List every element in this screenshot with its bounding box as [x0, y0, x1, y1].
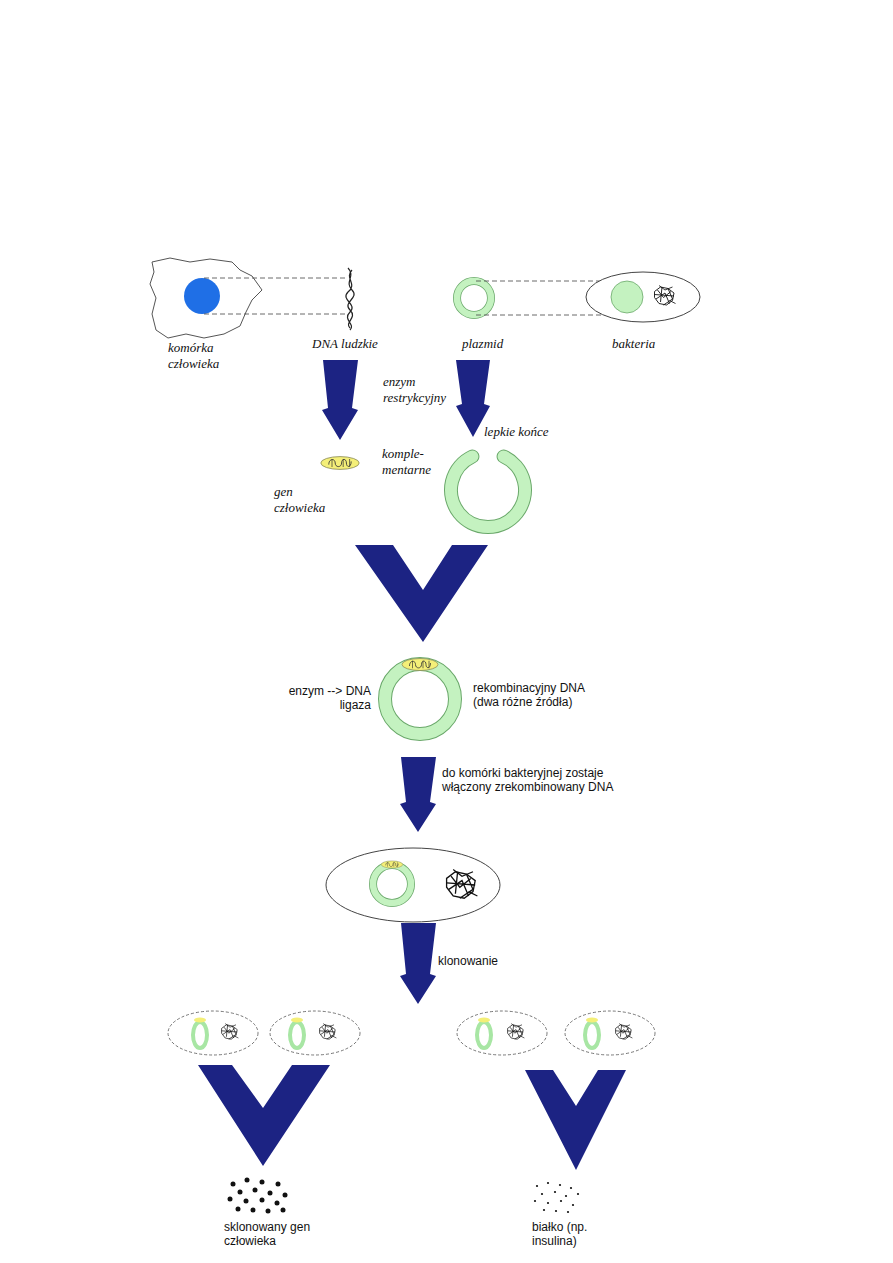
cut-plasmid — [451, 457, 525, 528]
plasmid — [457, 281, 491, 315]
label: białko (np. insulina) — [532, 1220, 622, 1249]
chromosome — [655, 286, 676, 306]
merge-arrow — [198, 1065, 330, 1166]
human-cell — [150, 258, 262, 338]
merge-arrow — [525, 1070, 626, 1170]
label: enzym --> DNA ligaza — [265, 684, 371, 713]
process-arrow — [400, 923, 436, 1004]
label: bakteria — [612, 336, 655, 352]
bacterium — [326, 848, 500, 922]
label: sklonowany gen człowieka — [224, 1220, 314, 1249]
label: gen człowieka — [274, 484, 336, 515]
label: komple- mentarne — [382, 446, 438, 477]
human-gene — [321, 457, 359, 470]
cut-plasmid — [451, 457, 525, 528]
plasmid — [457, 281, 491, 315]
label: plazmid — [462, 336, 503, 352]
recombinant-plasmid — [385, 664, 455, 734]
leader-line — [476, 281, 612, 282]
recombinant-plasmid — [385, 664, 455, 734]
human-gene — [381, 861, 403, 868]
label: rekombinacyjny DNA (dwa różne źródła) — [473, 681, 603, 710]
label: lepkie końce — [484, 424, 549, 440]
leader-line — [204, 314, 345, 315]
label: enzym restrykcyjny — [383, 374, 455, 405]
human-gene — [402, 659, 438, 671]
leader-line — [204, 278, 345, 279]
recombinant-plasmid — [373, 865, 411, 903]
process-arrow — [400, 757, 436, 832]
label: do komórki bakteryjnej zostaje włączony … — [442, 766, 642, 795]
merge-arrow — [355, 545, 488, 642]
process-arrow — [322, 360, 358, 440]
recombinant-plasmid — [373, 865, 411, 903]
protein-dots — [534, 1182, 579, 1213]
bacterial-clones — [168, 1011, 655, 1055]
plasmid — [611, 281, 643, 313]
label: DNA ludzkie — [312, 336, 378, 352]
bacterium — [586, 272, 700, 322]
chromosome — [447, 870, 478, 899]
cloned-gene-dots — [228, 1178, 288, 1214]
label: klonowanie — [438, 954, 498, 968]
leader-line — [476, 315, 612, 316]
cell-nucleus — [184, 278, 220, 314]
dna-strand — [346, 268, 354, 330]
label: komórka człowieka — [168, 340, 238, 371]
